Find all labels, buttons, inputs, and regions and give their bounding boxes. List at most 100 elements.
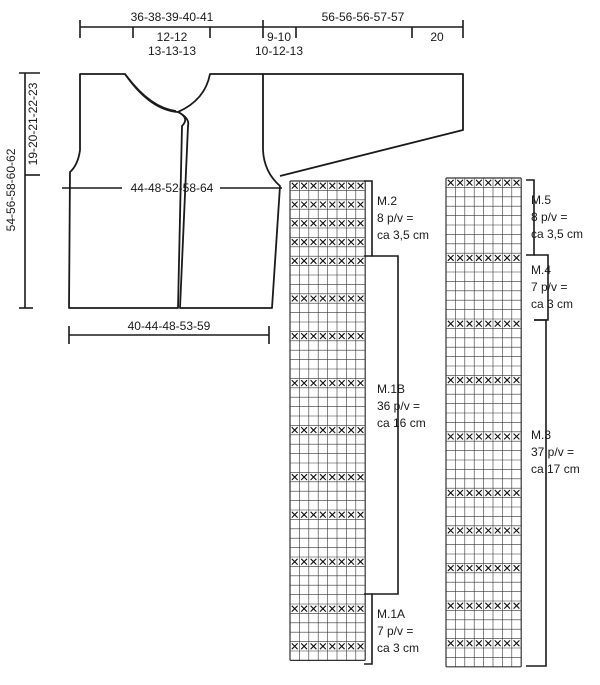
chart-stitch-x (485, 433, 492, 440)
chart-stitch-x (291, 511, 298, 518)
chart-stitch-x (466, 433, 473, 440)
chart-stitch-x (357, 332, 364, 340)
chart-stitch-x (329, 220, 336, 227)
chart-stitch-x (347, 379, 355, 387)
chart-stitch-x (347, 605, 355, 612)
brackets-right (526, 179, 549, 667)
chart-stitch-x (513, 564, 520, 572)
chart-stitch-x (357, 379, 364, 387)
chart-stitch-x (310, 201, 317, 208)
chart-stitch-x (338, 605, 345, 612)
chart-stitch-x (503, 602, 511, 609)
chart-stitch-x (456, 179, 464, 186)
chart-stitch-x (456, 489, 464, 497)
chart-stitch-x (456, 564, 464, 572)
m2-stitches: 8 p/v = (377, 211, 413, 225)
garment-outline (68, 73, 464, 309)
chart-stitch-x (357, 643, 364, 650)
chart-stitch-x (291, 295, 298, 302)
chart-stitch-x (513, 376, 520, 384)
chart-stitch-x (475, 376, 483, 384)
chest-label: 44-48-52-58-64 (131, 181, 214, 195)
m1b-name: M.1B (377, 382, 405, 396)
chart-stitch-x (475, 527, 483, 534)
brackets-left (364, 180, 399, 665)
chart-stitch-x (338, 182, 345, 189)
chart-grid-right (445, 177, 522, 668)
m3-name: M.3 (531, 428, 551, 442)
chart-stitch-x (319, 238, 327, 246)
chart-stitch-x (503, 564, 511, 572)
m2-name: M.2 (377, 194, 397, 208)
chart-stitch-x (291, 605, 298, 612)
chart-stitch-x (447, 376, 454, 384)
chart-stitch-x (503, 320, 511, 327)
chart-stitch-x (456, 376, 464, 384)
chart-stitch-x (338, 379, 345, 387)
chart-stitch-x (291, 426, 298, 434)
chart-stitch-x (329, 201, 336, 208)
chart-stitch-x (300, 558, 308, 565)
chart-stitch-x (466, 602, 473, 609)
chart-stitch-x (329, 558, 336, 565)
chart-stitch-x (291, 201, 298, 208)
chart-stitch-x (447, 489, 454, 497)
chart-stitch-x (466, 254, 473, 262)
chart-stitch-x (494, 527, 501, 534)
neck-width-label-a: 12-12 (157, 30, 188, 44)
chart-stitch-x (513, 320, 520, 327)
m5-name: M.5 (531, 193, 551, 207)
chart-stitch-x (494, 376, 501, 384)
chart-stitch-x (466, 640, 473, 647)
chart-stitch-x (485, 489, 492, 497)
chart-stitch-x (513, 527, 520, 534)
chart-stitch-x (291, 473, 298, 481)
shoulder-label-b: 10-12-13 (255, 44, 303, 58)
chart-stitch-x (347, 295, 355, 302)
m5-stitches: 8 p/v = (531, 210, 567, 224)
chart-stitch-x (310, 511, 317, 518)
chart-stitch-x (466, 564, 473, 572)
chart-stitch-x (503, 254, 511, 262)
chart-stitch-x (485, 602, 492, 609)
side-dimension-lines (19, 72, 40, 309)
chart-stitch-x (338, 426, 345, 434)
chart-stitch-x (447, 179, 454, 186)
chart-stitch-x (447, 254, 454, 262)
chart-stitch-x (466, 527, 473, 534)
top-width-label: 36-38-39-40-41 (131, 10, 214, 24)
chart-stitch-x (475, 433, 483, 440)
chart-stitch-x (485, 179, 492, 186)
chart-stitch-x (456, 320, 464, 327)
chart-stitch-x (319, 182, 327, 189)
chart-stitch-x (310, 182, 317, 189)
chart-stitch-x (329, 511, 336, 518)
chart-stitch-x (291, 238, 298, 246)
chart-stitch-x (310, 257, 317, 265)
chart-stitch-x (310, 643, 317, 650)
top-dimension-lines (79, 20, 464, 38)
chart-stitch-x (494, 602, 501, 609)
chart-stitch-x (329, 379, 336, 387)
chart-stitch-x (319, 201, 327, 208)
chart-stitch-x (319, 295, 327, 302)
chart-stitch-x (310, 295, 317, 302)
chart-stitch-x (357, 511, 364, 518)
chart-stitch-x (485, 376, 492, 384)
chart-stitch-x (310, 605, 317, 612)
chart-stitch-x (456, 433, 464, 440)
chart-stitch-x (475, 489, 483, 497)
chart-stitch-x (319, 379, 327, 387)
chart-stitch-x (319, 558, 327, 565)
chart-stitch-x (338, 473, 345, 481)
chart-stitch-x (494, 640, 501, 647)
chart-stitch-x (300, 379, 308, 387)
chart-stitch-x (319, 426, 327, 434)
chart-stitch-x (300, 238, 308, 246)
m4-name: M.4 (531, 263, 551, 277)
bottom-width-label: 40-44-48-53-59 (128, 319, 211, 333)
chart-stitch-x (503, 433, 511, 440)
chart-stitch-x (485, 640, 492, 647)
cuff-label: 20 (430, 30, 444, 44)
chart-stitch-x (503, 376, 511, 384)
